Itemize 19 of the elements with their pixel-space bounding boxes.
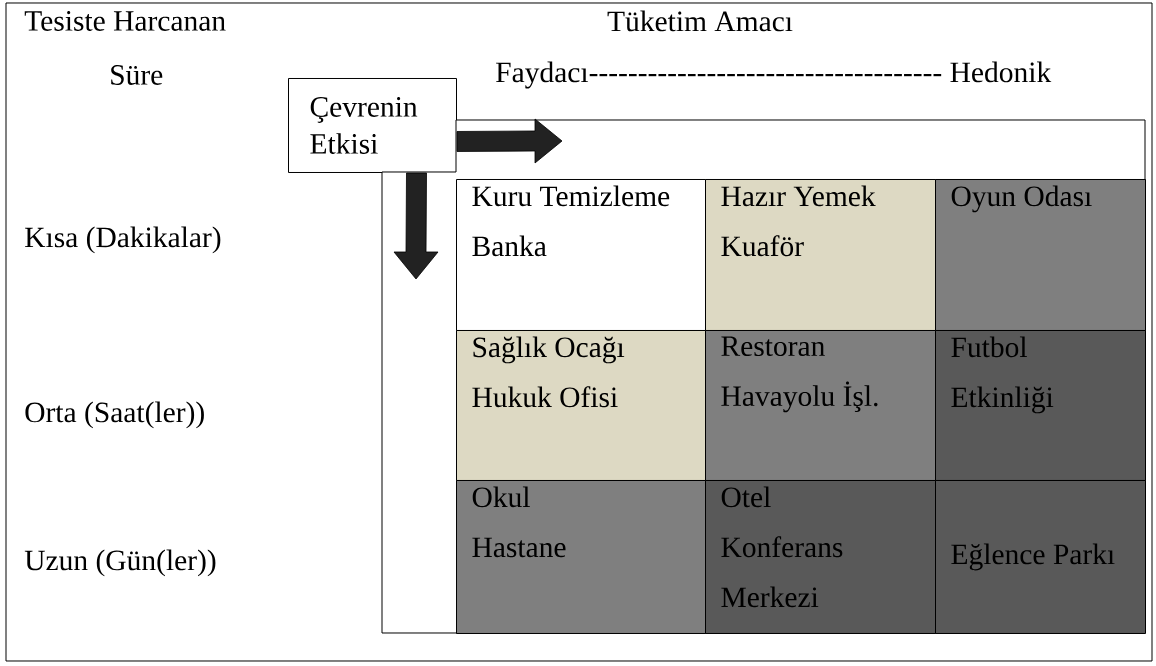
axis-label: Orta (Saat(ler)) [25,401,204,429]
grid-cell: Kuru Temizleme Banka [456,179,706,331]
block-arrow [456,118,563,164]
axis-label: Tüketim Amacı [607,10,793,32]
block-arrow [393,172,439,280]
grid-cell: Otel Konferans Merkezi [705,480,936,634]
grid-cell: Restoran Havayolu İşl. [705,330,936,481]
grid-cell: Hazır Yemek Kuaför [705,179,936,331]
grid-cell: Futbol Etkinliği [935,330,1146,481]
grid-cell: Eğlence Parkı [935,480,1146,634]
axis-label: Kısa (Dakikalar) [25,226,221,254]
axis-label: Faydacı------------------------------------ Hedonik [496,61,1052,89]
axis-label: Süre [111,65,163,85]
grid-cell: Okul Hastane [456,480,706,634]
grid-cell: Sağlık Ocağı Hukuk Ofisi [456,330,706,481]
label-box: Çevrenin Etkisi [288,78,457,173]
axis-label: Tesiste Harcanan [24,11,226,31]
grid-cell: Oyun Odası [935,179,1146,331]
axis-label: Uzun (Gün(ler)) [24,549,216,577]
